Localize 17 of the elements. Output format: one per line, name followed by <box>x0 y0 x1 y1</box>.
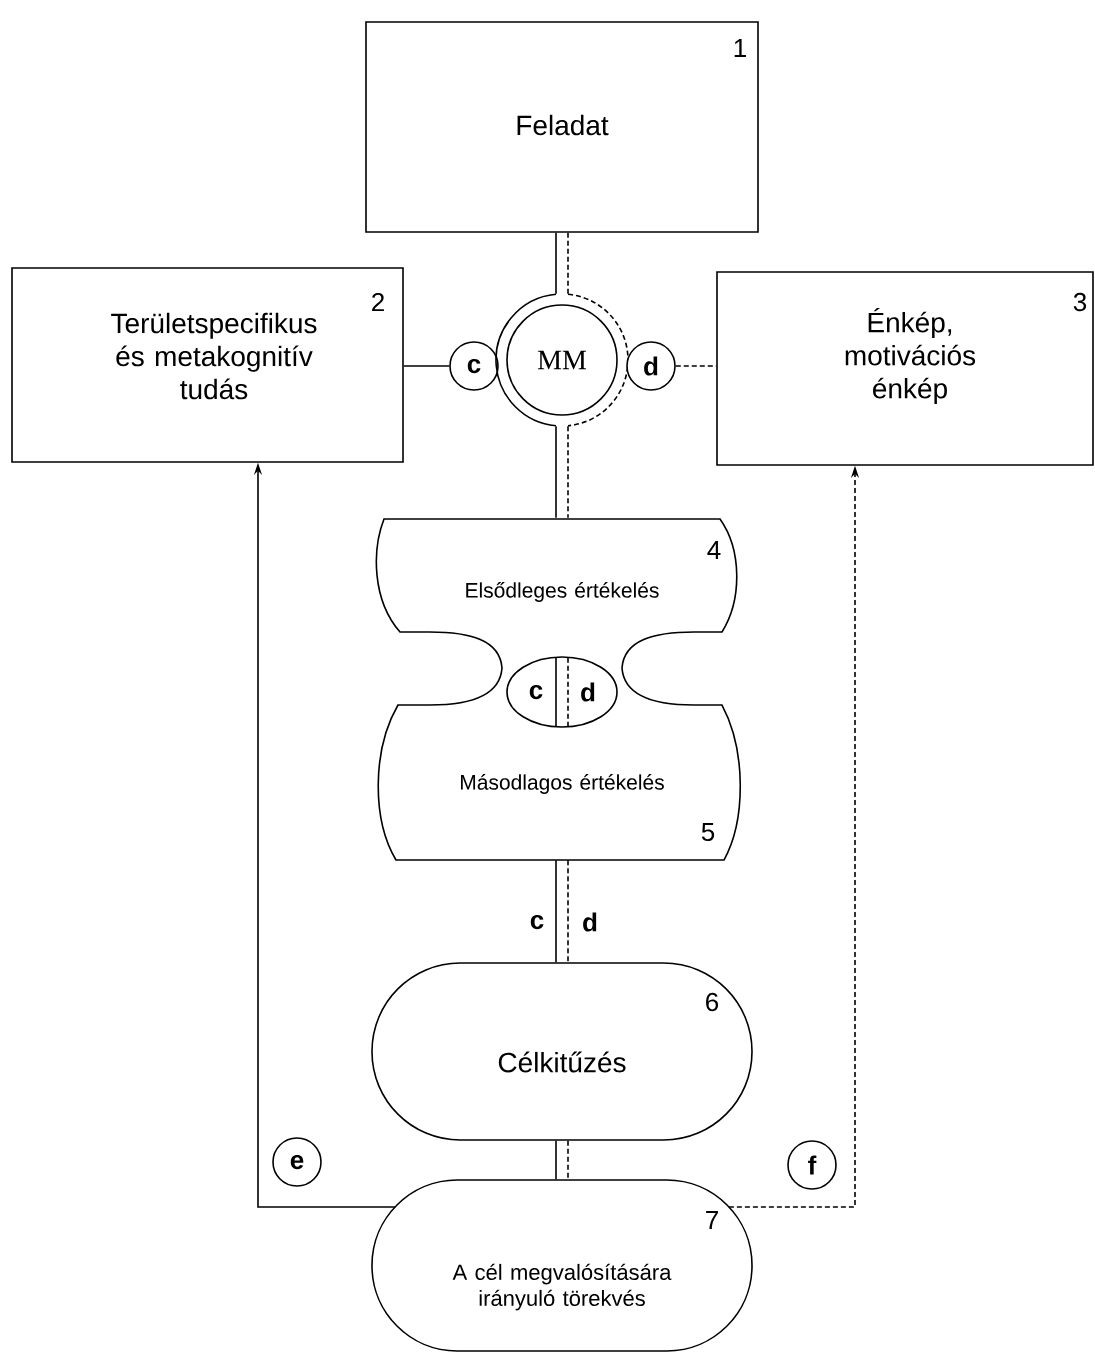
connector <box>567 232 569 295</box>
edge-label: c <box>528 913 546 931</box>
rounded-box: 6 Célkitűzés <box>371 962 753 1141</box>
connector <box>555 1140 557 1180</box>
connector <box>567 859 569 963</box>
connector <box>567 1140 569 1180</box>
connector <box>555 232 557 295</box>
connector <box>555 425 557 519</box>
process-box: 1 Feladat <box>365 21 759 233</box>
puzzle-box: 4 Elsődleges értékelés <box>375 518 738 669</box>
connector <box>403 365 450 367</box>
rounded-box: 7 A cél megvalósítására irányuló törekvés <box>371 1179 753 1352</box>
process-box: 2 Területspecifikus és metakognitív tudás <box>11 267 404 463</box>
connector <box>567 425 569 519</box>
edge-label: d <box>581 911 599 933</box>
process-box: 3 Énkép, motivációs énkép <box>716 271 1094 466</box>
connector <box>555 859 557 963</box>
